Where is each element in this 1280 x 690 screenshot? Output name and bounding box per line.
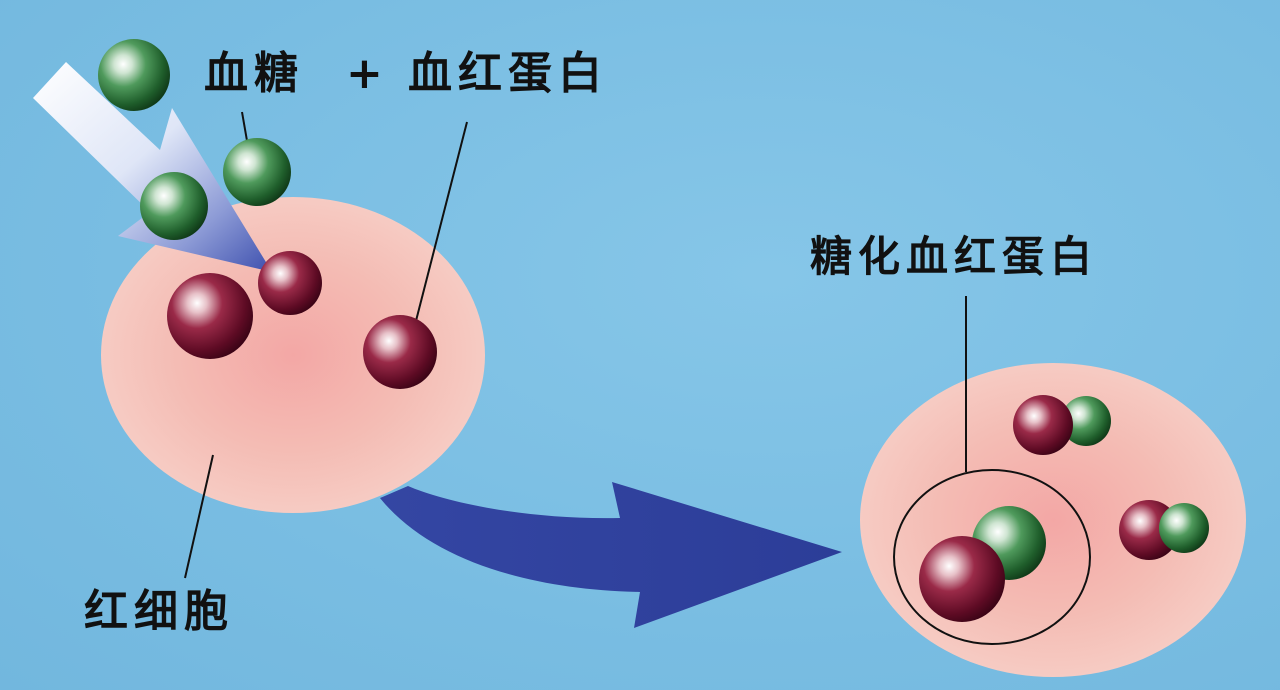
hemoglobin-molecule bbox=[919, 536, 1005, 622]
transition-arrow bbox=[380, 482, 842, 628]
hemoglobin-molecule bbox=[363, 315, 437, 389]
hemoglobin-molecule bbox=[167, 273, 253, 359]
label-red-blood-cell: 红细胞 bbox=[84, 586, 234, 637]
label-blood-sugar: 血糖 bbox=[204, 48, 304, 99]
leader-hemoglobin bbox=[407, 121, 468, 353]
glucose-entry-arrow bbox=[33, 62, 272, 272]
glucose-molecule bbox=[98, 39, 170, 111]
glycated-hemoglobin-highlight bbox=[893, 469, 1091, 645]
leader-red-blood-cell bbox=[184, 454, 214, 579]
label-hemoglobin: 血红蛋白 bbox=[408, 48, 608, 99]
glucose-molecule bbox=[1061, 396, 1111, 446]
label-plus: + bbox=[346, 48, 389, 99]
label-glycated-hemoglobin: 糖化血红蛋白 bbox=[810, 232, 1099, 281]
glucose-molecule bbox=[223, 138, 291, 206]
hemoglobin-molecule bbox=[258, 251, 322, 315]
hemoglobin-molecule bbox=[1013, 395, 1073, 455]
glucose-molecule bbox=[1159, 503, 1209, 553]
glucose-molecule bbox=[140, 172, 208, 240]
